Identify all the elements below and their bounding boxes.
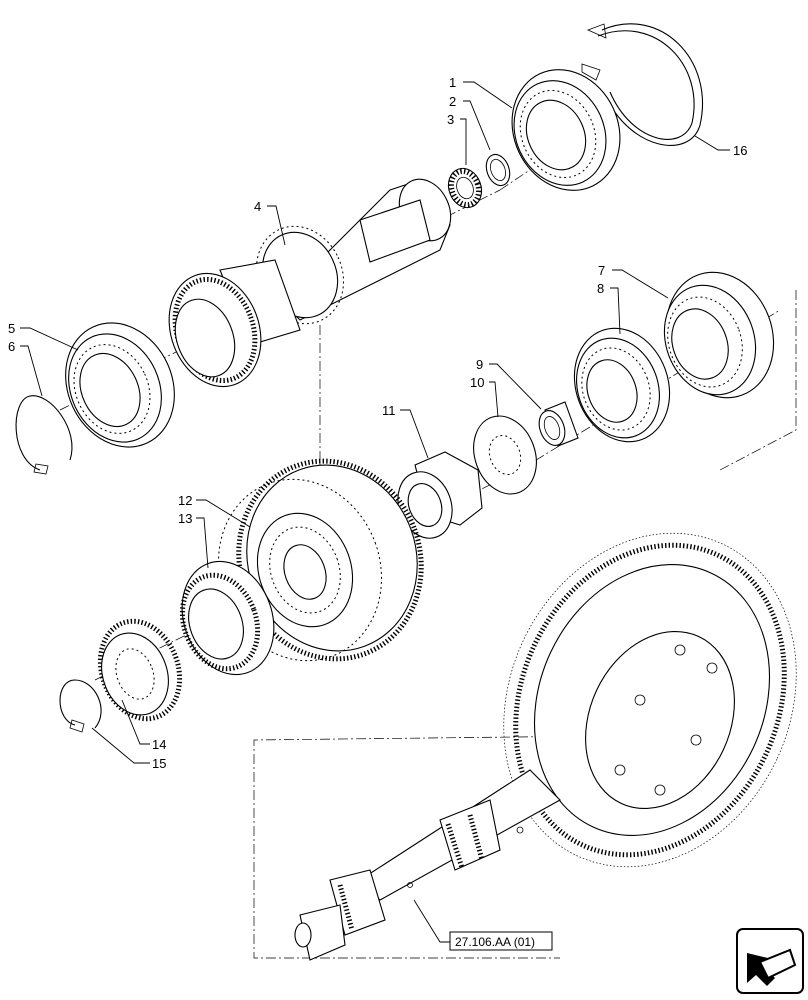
- part-7-bearing: [663, 271, 775, 399]
- part-10-washer: [473, 415, 537, 495]
- callout-4: 4: [254, 199, 261, 214]
- callout-14: 14: [152, 737, 166, 752]
- callout-10: 10: [470, 375, 484, 390]
- callout-16: 16: [733, 143, 747, 158]
- callout-2: 2: [449, 94, 456, 109]
- callout-3: 3: [447, 112, 454, 127]
- part-9-bushing: [538, 401, 579, 447]
- part-1-bearing: [511, 69, 621, 191]
- callout-7: 7: [598, 263, 605, 278]
- part-8-bearing: [573, 327, 671, 443]
- part-14-splined-hub: [97, 618, 183, 722]
- part-11-nut: [397, 451, 483, 539]
- reference-label[interactable]: 27.106.AA (01): [455, 935, 535, 949]
- callout-9: 9: [476, 357, 483, 372]
- callout-13: 13: [178, 511, 192, 526]
- part-15-circlip: [59, 679, 102, 733]
- callout-15: 15: [152, 756, 166, 771]
- reference-link[interactable]: 27.106.AA (01): [449, 931, 553, 951]
- ring-gear-assembly: [503, 532, 797, 868]
- callout-6: 6: [8, 339, 15, 354]
- part-12-gear: [218, 458, 424, 662]
- part-2-snap-ring: [485, 153, 511, 187]
- callout-11: 11: [382, 403, 396, 418]
- leader-lines: [20, 81, 730, 943]
- part-6-circlip: [15, 395, 73, 475]
- part-13-needle-bearing: [179, 560, 275, 676]
- callout-1: 1: [449, 75, 456, 90]
- part-5-bearing: [65, 322, 175, 448]
- part-3-needle-bearing: [447, 167, 483, 209]
- callout-12: 12: [178, 493, 192, 508]
- part-16-circlip: [581, 23, 703, 146]
- part-4-shaft: [168, 178, 452, 388]
- pinion-shaft: [294, 769, 561, 961]
- callout-labels: 1 2 3 4 5 6 7 8 9 10 11 12 13 14 15 16: [8, 75, 747, 771]
- arrow-icon[interactable]: [736, 928, 804, 994]
- callout-5: 5: [8, 321, 15, 336]
- callout-8: 8: [597, 281, 604, 296]
